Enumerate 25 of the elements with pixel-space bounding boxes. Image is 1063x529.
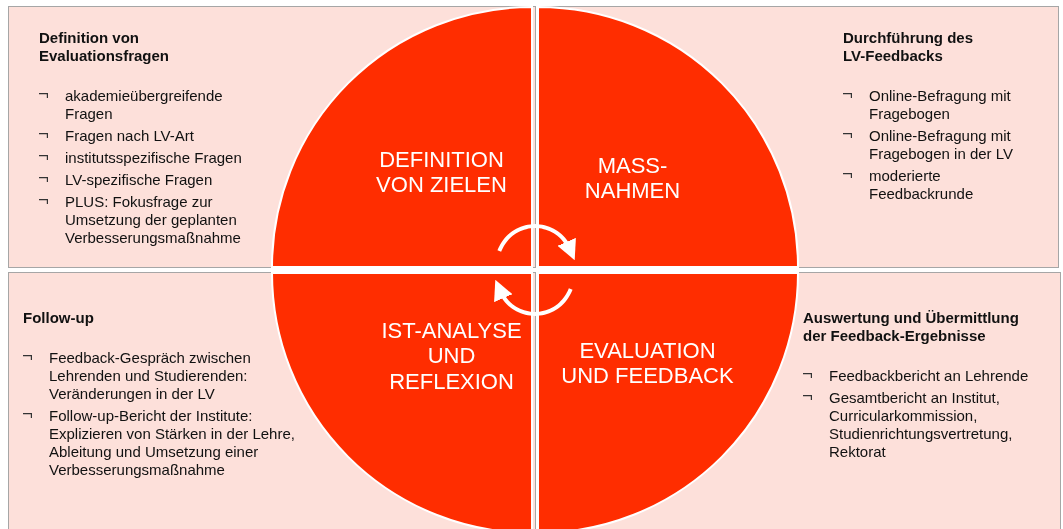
list-item: Feedbackbericht an Lehrende <box>829 367 1029 384</box>
list-item: Feedback-Gespräch zwischen Lehrenden und Studierenden: Veränderungen in der LV <box>49 349 251 402</box>
phase-label: EVALUATION UND FEEDBACK <box>560 337 735 389</box>
list-item: Gesamtbericht an Institut, Curricularkommission, Studienrichtungsvertretung, Rektorat <box>829 389 1013 460</box>
panel-heading: Definition von Evaluationsfragen <box>39 29 171 65</box>
panel-heading: Follow-up <box>23 309 95 327</box>
cycle-arrow <box>494 279 573 316</box>
list-item: institutsspezifische Fragen <box>65 149 242 166</box>
list-item: moderierte Feedbackrunde <box>869 167 974 202</box>
info-panel <box>8 272 536 529</box>
phase-label: MASS- NAHMEN <box>583 152 682 204</box>
info-panel <box>8 6 536 268</box>
list-item: Follow-up-Bericht der Institute: Explizieren von Stärken in der Lehre, Ableitung und Umsetzung einer Verbesserungsmaßnahme <box>49 407 295 478</box>
list-item: Online-Befragung mit Fragebogen <box>869 87 1011 122</box>
list-item: Fragen nach LV-Art <box>65 127 194 144</box>
list-item: PLUS: Fokusfrage zur Umsetzung der geplanten Verbesserungsmaßnahme <box>65 193 241 246</box>
list-item: akademieübergreifende Fragen <box>65 87 223 122</box>
list-item: LV-spezifische Fragen <box>65 171 213 188</box>
cycle-arrow <box>497 224 576 261</box>
info-panel <box>538 6 1059 268</box>
panel-heading: Durchführung des LV-Feedbacks <box>843 29 974 65</box>
phase-label: DEFINITION VON ZIELEN <box>375 146 508 198</box>
phase-label: IST-ANALYSE UND REFLEXION <box>380 317 523 395</box>
info-panel <box>538 272 1061 529</box>
panel-heading: Auswertung und Übermittlung der Feedback-Ergebnisse <box>803 309 1020 345</box>
